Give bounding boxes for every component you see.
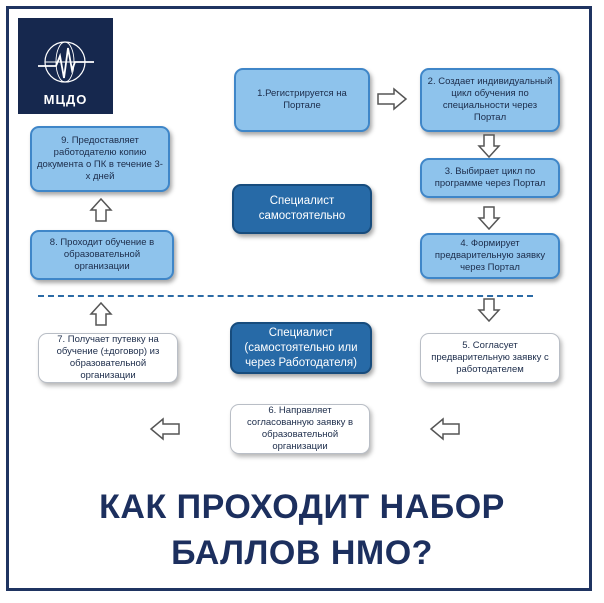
step-4-box: 4. Формирует предварительную заявку чере… (420, 233, 560, 279)
arrow-down-icon (477, 298, 501, 323)
step-8-box: 8. Проходит обучение в образовательной о… (30, 230, 174, 280)
arrow-left-icon (149, 417, 180, 441)
logo-emblem-icon (38, 41, 94, 83)
outer-frame (6, 6, 592, 591)
step-1-box: 1.Регистрируется на Портале (234, 68, 370, 132)
step-2-text: 2. Создает индивидуальный цикл обучения … (427, 76, 553, 123)
step-8-text: 8. Проходит обучение в образовательной о… (49, 237, 155, 272)
role-self-text: Специалист самостоятельно (258, 195, 346, 222)
step-6-text: 6. Направляет согласованную заявку в обр… (246, 405, 354, 452)
arrow-up-icon (89, 301, 113, 326)
logo: МЦДО (18, 18, 113, 114)
role-self-or-employer-text: Специалист (самостоятельно или через Раб… (244, 326, 358, 369)
step-1-text: 1.Регистрируется на Портале (257, 88, 347, 111)
logo-text: МЦДО (43, 92, 88, 107)
role-self-or-employer-box: Специалист (самостоятельно или через Раб… (230, 322, 372, 374)
step-6-box: 6. Направляет согласованную заявку в обр… (230, 404, 370, 454)
arrow-up-icon (89, 197, 113, 222)
arrow-down-icon (477, 206, 501, 231)
step-2-box: 2. Создает индивидуальный цикл обучения … (420, 68, 560, 132)
step-7-text: 7. Получает путевку на обучение (±догово… (56, 334, 160, 381)
step-4-text: 4. Формирует предварительную заявку чере… (434, 238, 546, 273)
arrow-right-icon (377, 87, 408, 111)
step-9-text: 9. Предоставляет работодателю копию доку… (37, 135, 163, 182)
step-3-box: 3. Выбирает цикл по программе через Порт… (420, 158, 560, 198)
dashed-separator (38, 295, 533, 297)
step-3-text: 3. Выбирает цикл по программе через Порт… (434, 166, 546, 189)
role-self-box: Специалист самостоятельно (232, 184, 372, 234)
arrow-left-icon (429, 417, 460, 441)
headline-line-2: БАЛЛОВ НМО? (171, 534, 433, 572)
headline-line-1: КАК ПРОХОДИТ НАБОР (99, 488, 505, 526)
step-5-text: 5. Согласует предварительную заявку с ра… (431, 340, 549, 375)
step-5-box: 5. Согласует предварительную заявку с ра… (420, 333, 560, 383)
arrow-down-icon (477, 134, 501, 159)
step-9-box: 9. Предоставляет работодателю копию доку… (30, 126, 170, 192)
step-7-box: 7. Получает путевку на обучение (±догово… (38, 333, 178, 383)
